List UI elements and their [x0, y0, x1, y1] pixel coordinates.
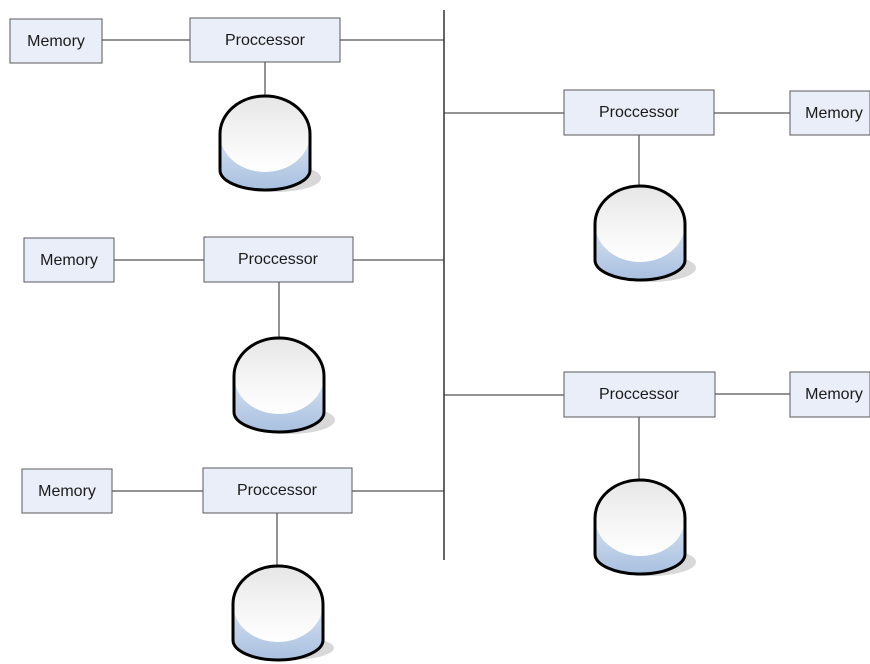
memory-box: Memory	[9, 18, 103, 64]
processor-box: Proccessor	[563, 371, 716, 418]
memory-label: Memory	[38, 483, 96, 500]
processor-label: Proccessor	[225, 32, 306, 49]
disk-icon	[231, 564, 334, 662]
disk-icon	[218, 94, 321, 192]
disk-icon	[232, 336, 335, 434]
node-left-3: Memory Proccessor	[21, 467, 444, 662]
processor-box: Proccessor	[189, 17, 341, 63]
node-right-2: Proccessor Memory	[444, 371, 870, 576]
node-left-2: Memory Proccessor	[23, 236, 444, 434]
memory-box: Memory	[789, 90, 870, 136]
memory-box: Memory	[21, 468, 113, 514]
processor-label: Proccessor	[238, 251, 319, 268]
processor-label: Proccessor	[237, 482, 318, 499]
memory-box: Memory	[23, 237, 115, 283]
memory-label: Memory	[27, 33, 85, 50]
processor-box: Proccessor	[563, 89, 715, 136]
node-left-1: Memory Proccessor	[9, 17, 444, 192]
processor-box: Proccessor	[203, 236, 354, 283]
processor-label: Proccessor	[599, 104, 680, 121]
memory-label: Memory	[805, 386, 863, 403]
processor-label: Proccessor	[599, 386, 680, 403]
disk-icon	[593, 184, 696, 282]
processor-box: Proccessor	[202, 467, 353, 514]
memory-label: Memory	[40, 252, 98, 269]
memory-box: Memory	[789, 371, 870, 418]
node-right-1: Proccessor Memory	[444, 89, 870, 282]
memory-label: Memory	[805, 105, 863, 122]
disk-icon	[593, 478, 696, 576]
